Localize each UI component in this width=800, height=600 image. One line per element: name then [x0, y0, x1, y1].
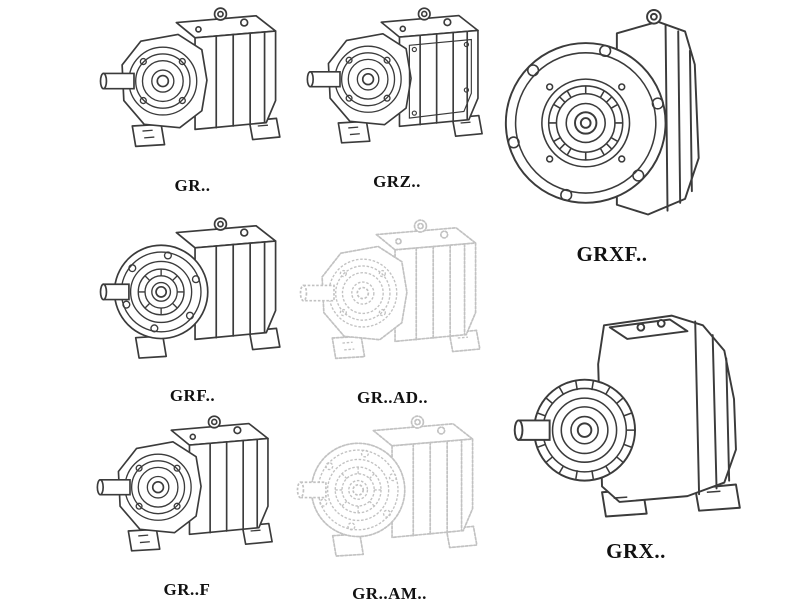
figure-gram: GR..AM..	[292, 410, 487, 600]
grad-label: GR..AD..	[356, 388, 429, 407]
grad-gearbox-drawing	[295, 214, 490, 384]
figure-grx: GRX..	[505, 302, 767, 564]
grz-label: GRZ..	[373, 172, 421, 191]
figure-grxf: GRXF..	[500, 4, 724, 267]
figure-grad: GR..AD..	[295, 214, 490, 408]
grx-gearbox-drawing	[505, 302, 767, 535]
grff-label: GR..F	[163, 580, 211, 599]
figure-gr: GR..	[95, 2, 290, 196]
gram-label: GR..AM..	[352, 584, 427, 600]
grx-label: GRX..	[606, 539, 666, 563]
grff-gearbox-drawing	[92, 410, 282, 576]
grxf-gearbox-drawing	[500, 4, 724, 238]
gram-gearbox-drawing	[292, 410, 487, 580]
grxf-label: GRXF..	[576, 242, 648, 266]
gr-gearbox-drawing	[95, 2, 290, 172]
gr-label: GR..	[174, 176, 211, 195]
grz-gearbox-drawing	[302, 2, 492, 168]
grf-gearbox-drawing	[95, 212, 290, 382]
grf-label: GRF..	[169, 386, 216, 405]
figure-grff: GR..F	[92, 410, 282, 600]
figure-grf: GRF..	[95, 212, 290, 406]
figure-grz: GRZ..	[302, 2, 492, 192]
